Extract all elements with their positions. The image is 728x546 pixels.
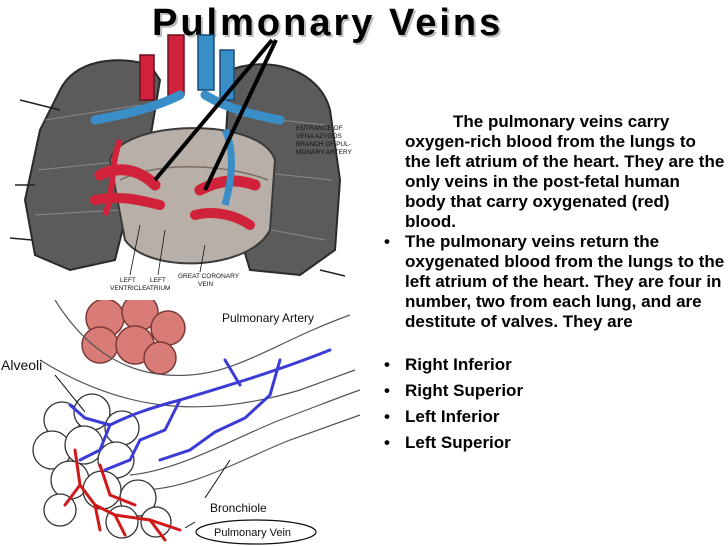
- label-entrance-4: MONARY ARTERY: [296, 149, 353, 156]
- bullet-glyph: •: [384, 355, 390, 374]
- label-great-coronary: GREAT CORONARY: [178, 273, 240, 280]
- heart-lungs-illustration: ENTRANCE OF VENA AZYGOS BRANCH OF PUL- M…: [9, 34, 353, 292]
- alveolar-sac-white: [32, 393, 172, 539]
- bullet-glyph: •: [384, 433, 390, 452]
- vein-name: Left Inferior: [405, 407, 500, 426]
- bullet-glyph: •: [384, 232, 390, 251]
- vein-name: Left Superior: [405, 433, 511, 452]
- label-entrance: ENTRANCE OF: [296, 125, 343, 132]
- bullet-glyph: •: [384, 381, 390, 400]
- label-left-ventricle-2: VENTRICLE: [110, 285, 147, 292]
- pulmonary-vein-left: [94, 164, 161, 191]
- title-pointer-line: [203, 39, 278, 191]
- label-left-atrium: LEFT: [150, 277, 166, 284]
- label-entrance-2: VENA AZYGOS: [296, 133, 343, 140]
- vein-list: • Right Inferior • Right Superior • Left In…: [380, 352, 725, 456]
- label-pulmonary-vein: Pulmonary Vein: [214, 527, 291, 539]
- intro-paragraph: The pulmonary veins carry oxygen-rich bl…: [405, 112, 725, 231]
- title-pointer-line: [153, 38, 274, 182]
- label-bronchiole: Bronchiole: [210, 501, 267, 515]
- vein-name: Right Superior: [405, 381, 524, 400]
- capillary-network-blue: [68, 348, 332, 472]
- list-item: • Left Superior: [380, 430, 725, 456]
- list-item: • Right Inferior: [380, 352, 725, 378]
- list-item: • Left Inferior: [380, 404, 725, 430]
- alveolar-sac-pink: [81, 300, 186, 375]
- body-text: The pulmonary veins carry oxygen-rich bl…: [380, 112, 725, 456]
- vein-name: Right Inferior: [405, 355, 512, 374]
- bullet-glyph: •: [384, 407, 390, 426]
- list-item: • Right Superior: [380, 378, 725, 404]
- label-pulmonary-artery: Pulmonary Artery: [222, 311, 314, 325]
- pulmonary-vein-label-oval: [195, 519, 317, 545]
- label-great-coronary-2: VEIN: [198, 281, 213, 288]
- label-left-atrium-2: ATRIUM: [146, 285, 170, 292]
- detail-paragraph-text: The pulmonary veins return the oxygenate…: [405, 232, 725, 331]
- capillary-network-red: [63, 448, 182, 542]
- label-alveoli: Alveoli: [1, 357, 42, 373]
- label-entrance-3: BRANCH OF PUL-: [296, 141, 351, 148]
- label-left-ventricle: LEFT: [120, 277, 136, 284]
- alveoli-illustration: Alveoli Pulmonary Artery Bronchiole Pulm…: [1, 300, 361, 545]
- detail-paragraph: • The pulmonary veins return the oxygena…: [380, 232, 725, 332]
